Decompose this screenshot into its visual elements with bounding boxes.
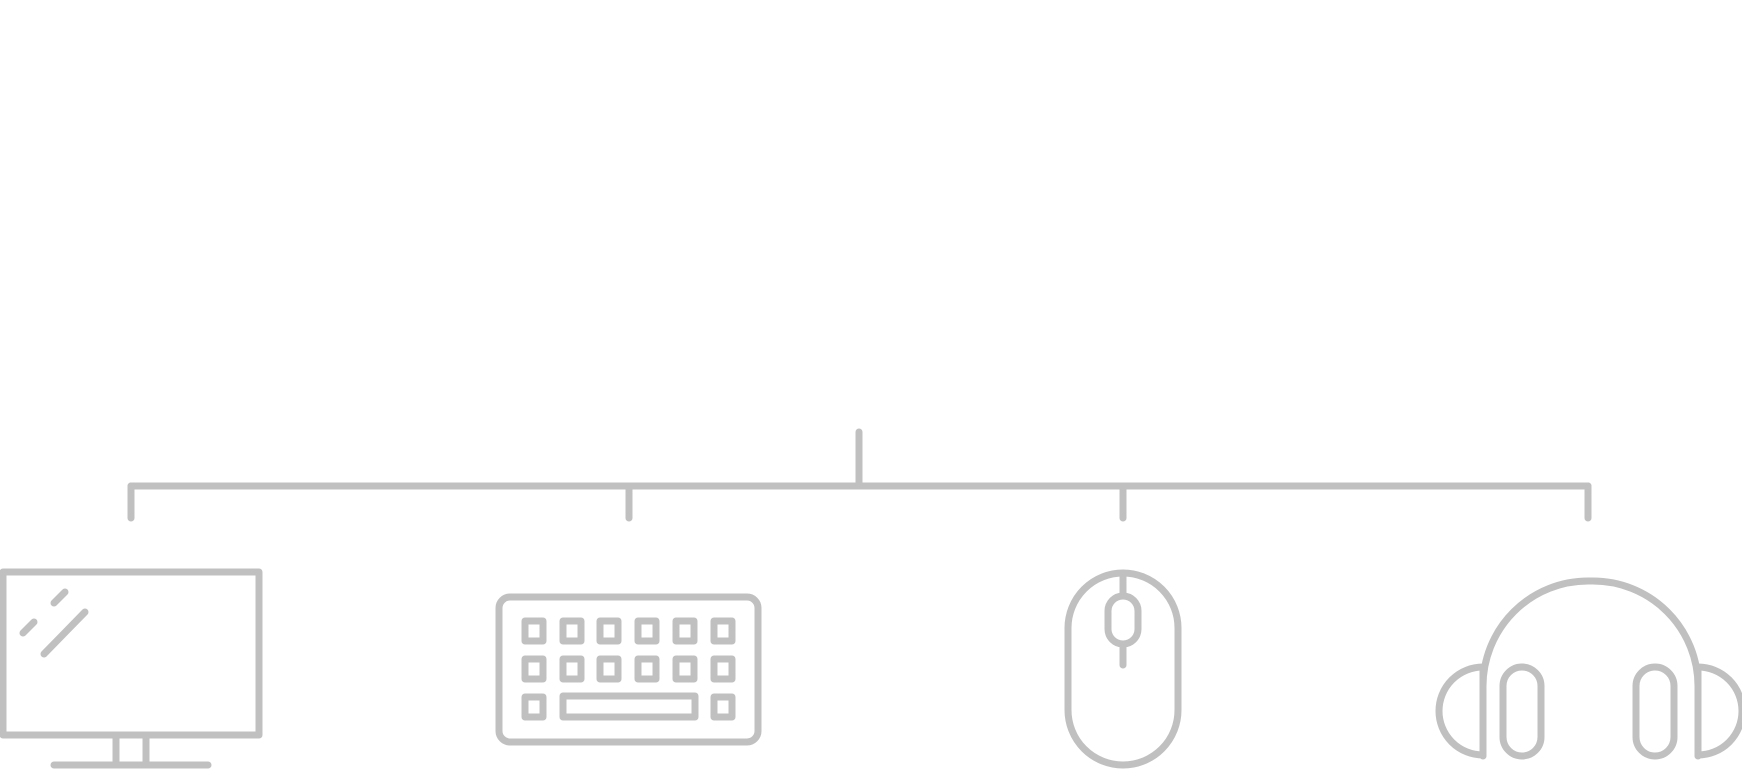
keyboard-key [634, 655, 660, 683]
keyboard-icon [495, 593, 762, 746]
keyboard-body [495, 593, 762, 746]
headphones-left-pad [1499, 663, 1545, 760]
keyboard-key [672, 617, 698, 645]
keyboard-key [596, 655, 622, 683]
keyboard-key [521, 655, 547, 683]
headphones-headband [1479, 577, 1702, 760]
keyboard-key [559, 617, 585, 645]
keyboard-key [521, 693, 547, 721]
headphones-right-pad [1632, 663, 1678, 760]
mouse-body [1064, 569, 1182, 769]
monitor-glare-1 [50, 588, 69, 607]
monitor-icon [0, 568, 263, 769]
keyboard-key [672, 655, 698, 683]
keyboard-spacebar [559, 692, 699, 721]
keyboard-key [710, 655, 736, 683]
monitor-glare-2 [19, 618, 38, 637]
keyboard-key [596, 617, 622, 645]
keyboard-key [559, 655, 585, 683]
keyboard-key [710, 693, 736, 721]
mouse-scroll-wheel [1104, 592, 1142, 648]
monitor-glare-3 [40, 608, 89, 658]
mouse-icon [1064, 569, 1182, 769]
headphones-left-outer-cup [1435, 663, 1487, 759]
headphones-icon [1435, 577, 1742, 760]
keyboard-key [710, 617, 736, 645]
tree-connector [127, 428, 1592, 522]
keyboard-key [634, 617, 660, 645]
monitor-screen [0, 568, 263, 739]
keyboard-key [521, 617, 547, 645]
headphones-right-outer-cup [1694, 663, 1742, 759]
